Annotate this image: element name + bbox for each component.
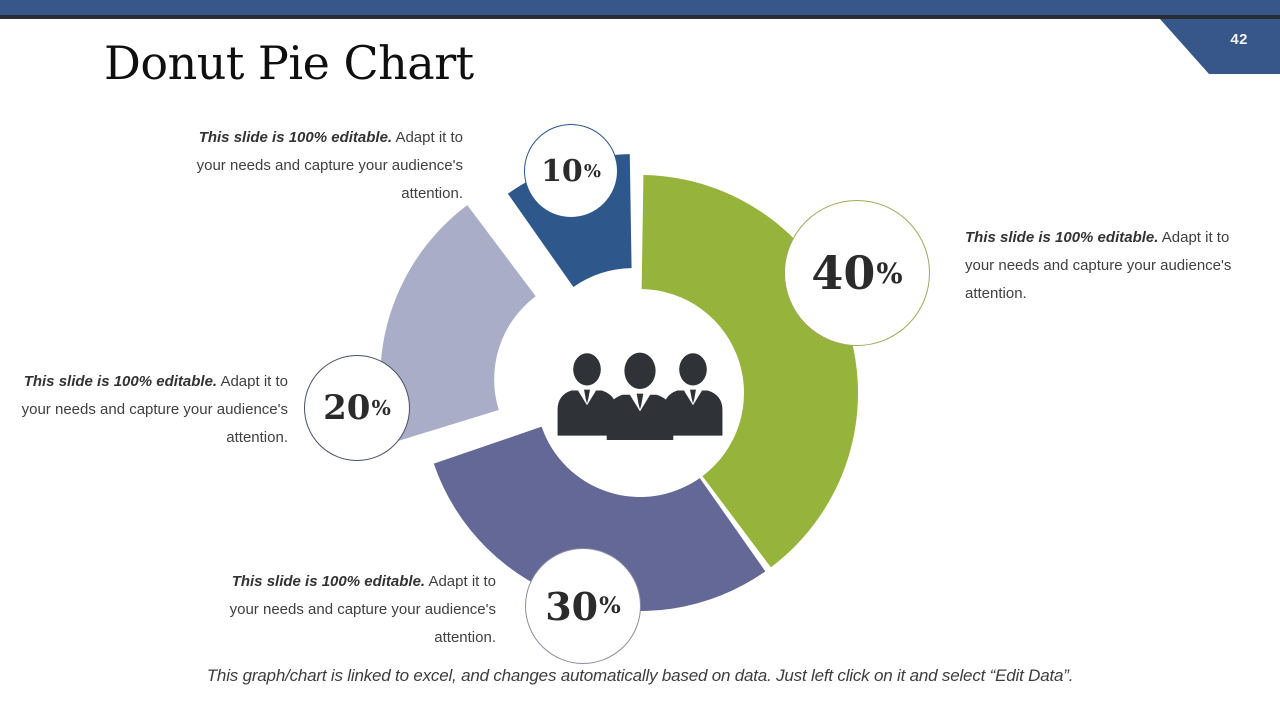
percent-sign: % (599, 593, 621, 619)
note-bold-text: This slide is 100% editable. (965, 229, 1159, 246)
percent-sign: % (876, 256, 903, 290)
note-rest-text: Adapt it to your needs and capture your … (965, 229, 1232, 302)
note-bold-text: This slide is 100% editable. (198, 129, 393, 146)
percent-sign: % (583, 160, 601, 182)
note-segment-30: This slide is 100% editable. Adapt it to… (220, 568, 496, 652)
label-ring-20pct[interactable]: 20% (304, 355, 410, 461)
note-bold-text: This slide is 100% editable. (231, 573, 426, 590)
slide-title: Donut Pie Chart (104, 36, 474, 90)
top-divider-line (0, 15, 1280, 19)
segment-value: 10 (541, 153, 583, 189)
label-ring-30pct[interactable]: 30% (525, 548, 641, 664)
segment-value: 40 (811, 246, 876, 300)
top-accent-bar (0, 0, 1280, 15)
note-bold-text: This slide is 100% editable. (23, 373, 218, 390)
note-rest-text: Adapt it to your needs and capture your … (196, 129, 463, 202)
note-segment-20: This slide is 100% editable. Adapt it to… (12, 368, 288, 452)
donut-segment-20pct[interactable] (380, 205, 536, 444)
note-segment-40: This slide is 100% editable. Adapt it to… (965, 224, 1241, 308)
donut-segment-30pct[interactable] (433, 426, 766, 611)
page-number: 42 (1230, 31, 1248, 48)
footer-instruction: This graph/chart is linked to excel, and… (206, 666, 1074, 685)
label-ring-40pct[interactable]: 40% (784, 200, 930, 346)
note-rest-text: Adapt it to your needs and capture your … (21, 373, 288, 446)
segment-value: 20 (323, 388, 371, 428)
businessmen-audience-icon[interactable] (555, 345, 725, 440)
percent-sign: % (371, 396, 391, 420)
note-rest-text: Adapt it to your needs and capture your … (229, 573, 496, 646)
label-ring-10pct[interactable]: 10% (524, 124, 618, 218)
note-segment-10: This slide is 100% editable. Adapt it to… (187, 124, 463, 208)
segment-value: 30 (545, 583, 599, 629)
